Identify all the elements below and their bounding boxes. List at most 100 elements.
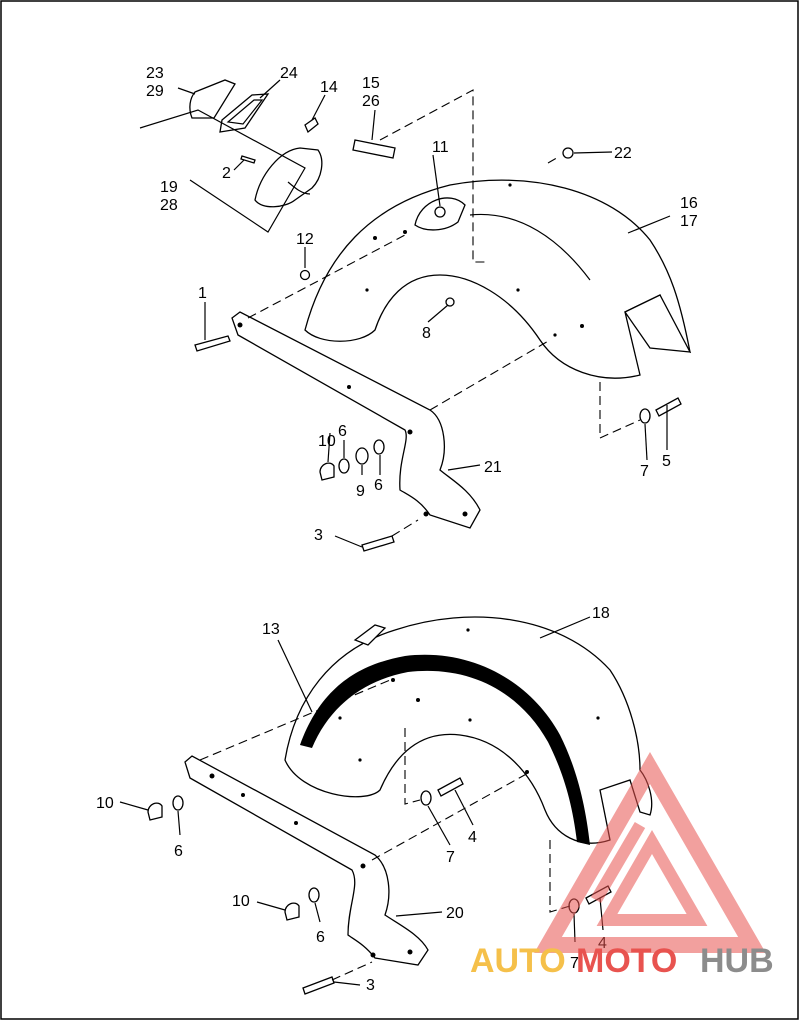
bracket-hole	[360, 863, 366, 869]
bottom-dashed-lines	[199, 679, 571, 981]
label-17: 17	[680, 213, 698, 230]
watermark-text: AUTO MOTO HUB	[470, 942, 774, 980]
label-21: 21	[484, 459, 502, 476]
bracket-hole	[294, 821, 298, 825]
label-8: 8	[422, 325, 431, 342]
label-4-b-a: 4	[468, 829, 477, 846]
fender-hole	[468, 718, 472, 722]
label-6-b-b: 6	[316, 929, 325, 946]
washer-7-a	[420, 790, 432, 806]
fender-hole	[365, 288, 369, 292]
label-12: 12	[296, 231, 314, 248]
washer-7-top	[639, 408, 651, 424]
fender-shell	[304, 179, 691, 379]
nut-12	[299, 269, 311, 281]
fender-hole	[508, 183, 512, 187]
label-23: 23	[146, 65, 164, 82]
bracket-hole	[407, 949, 413, 955]
washer-6-a	[172, 795, 184, 811]
lens-inner	[226, 99, 264, 125]
fender-hole	[580, 324, 584, 328]
bracket-hole	[370, 952, 376, 958]
callout-labels: 23 29 24 14 15 26 2 19 28 11 22 16 17 12…	[96, 65, 698, 994]
fender-hole	[553, 333, 557, 337]
label-10-b-b: 10	[232, 893, 250, 910]
label-19: 19	[160, 179, 178, 196]
fender-hole	[416, 698, 420, 702]
washer-6-b	[308, 887, 320, 903]
fender-tail-flap	[624, 294, 692, 353]
fender-tab	[353, 624, 387, 646]
watermark-hub: HUB	[700, 942, 774, 980]
label-26: 26	[362, 93, 380, 110]
nut-11	[434, 206, 446, 218]
support-bracket-21	[231, 311, 481, 529]
rear-fender-bottom	[284, 616, 653, 845]
washer-6-top	[338, 458, 350, 474]
acorn-nut-10-a	[147, 802, 163, 821]
bulb	[304, 117, 319, 134]
license-lamp-plate	[352, 139, 396, 159]
watermark-logo	[534, 751, 766, 953]
label-29: 29	[146, 83, 164, 100]
label-5: 5	[662, 453, 671, 470]
bolt-4-a	[437, 777, 464, 797]
triangle-logo-icon	[534, 751, 766, 953]
fender-hole	[466, 628, 470, 632]
bracket-hole	[407, 429, 413, 435]
label-6-top-a: 6	[338, 423, 347, 440]
fender-hole	[596, 716, 600, 720]
logo-stroke	[590, 821, 646, 904]
label-2: 2	[222, 165, 231, 182]
washer-6-top-b	[373, 439, 385, 455]
bolt-3-bottom	[302, 976, 335, 995]
label-3-bottom: 3	[366, 977, 375, 994]
label-22: 22	[614, 145, 632, 162]
label-7-b-b: 7	[570, 955, 579, 972]
screw-2	[240, 155, 256, 164]
fender-hole	[525, 770, 529, 774]
label-24: 24	[280, 65, 298, 82]
fender-hole	[516, 288, 520, 292]
nut-9	[355, 447, 369, 465]
label-9: 9	[356, 483, 365, 500]
fender-shell-18	[284, 616, 653, 844]
acorn-nut-10-top	[319, 462, 335, 481]
bracket-hole	[347, 385, 351, 389]
watermark-moto: MOTO	[576, 942, 677, 980]
top-leader-lines	[139, 79, 671, 548]
label-20: 20	[446, 905, 464, 922]
label-10-b-a: 10	[96, 795, 114, 812]
fender-hole	[373, 236, 377, 240]
rear-fender-top	[304, 179, 692, 379]
top-dashed-lines	[247, 89, 641, 537]
label-14: 14	[320, 79, 338, 96]
nut-8	[445, 297, 455, 307]
bracket-hole	[241, 793, 245, 797]
label-6-top-b: 6	[374, 477, 383, 494]
bolt-5	[655, 397, 682, 417]
lamp-base	[254, 147, 323, 208]
fender-hole	[358, 758, 362, 762]
lamp-wire	[287, 181, 311, 195]
label-7-b-a: 7	[446, 849, 455, 866]
bracket-hole	[209, 773, 215, 779]
bracket-body	[231, 311, 481, 529]
bracket-hole	[423, 511, 429, 517]
nut-22	[562, 147, 574, 159]
bolt-3-top	[361, 535, 395, 552]
bracket-hole	[462, 511, 468, 517]
label-7-top: 7	[640, 463, 649, 480]
label-13: 13	[262, 621, 280, 638]
bracket-hole	[237, 322, 243, 328]
acorn-nut-10-b	[284, 902, 300, 921]
fender-hole	[391, 678, 395, 682]
watermark-auto: AUTO	[470, 942, 566, 980]
label-18: 18	[592, 605, 610, 622]
fender-hole	[338, 716, 342, 720]
fender-hole	[403, 230, 407, 234]
fender-crease	[469, 213, 591, 281]
label-11: 11	[432, 139, 449, 156]
